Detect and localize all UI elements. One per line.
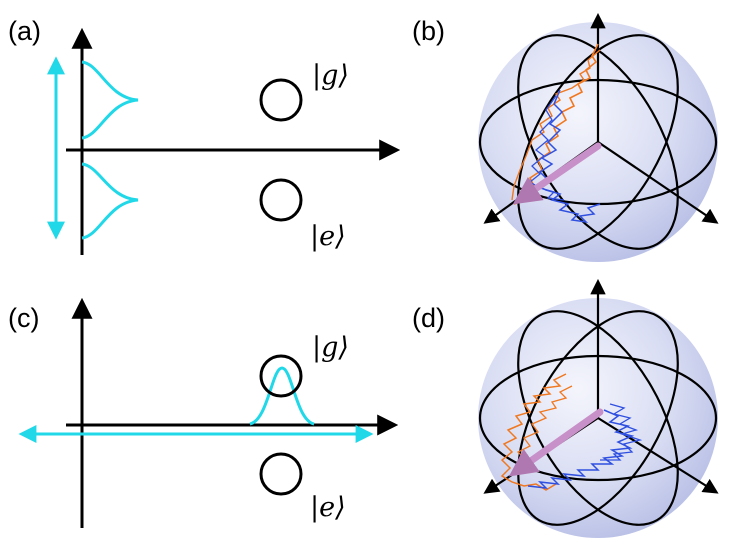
c-ground-state-circle bbox=[259, 354, 303, 398]
a-ket-g: |g⟩ bbox=[312, 60, 349, 91]
d-orange-trajectory bbox=[500, 373, 567, 491]
b-blue-trajectory-2 bbox=[528, 95, 565, 201]
c-ket-g: |g⟩ bbox=[312, 332, 349, 363]
panel-d-label: (d) bbox=[412, 303, 445, 333]
panel-b: (b) bbox=[412, 12, 719, 262]
c-wavepacket bbox=[249, 366, 315, 426]
a-upper-wavepacket bbox=[81, 60, 139, 140]
panel-a: (a) |g⟩ |e⟩ bbox=[8, 16, 401, 255]
a-lower-wavepacket bbox=[81, 162, 139, 240]
d-blue-trajectory bbox=[527, 409, 635, 489]
c-excited-state-circle bbox=[259, 452, 303, 496]
b-bloch-vector bbox=[512, 142, 602, 205]
panel-d: (d) bbox=[412, 278, 719, 538]
panel-b-label: (b) bbox=[412, 16, 445, 46]
d-blue-trajectory-2 bbox=[600, 403, 643, 461]
panel-a-label: (a) bbox=[8, 16, 41, 46]
a-excited-state-circle bbox=[259, 178, 303, 222]
panel-c: (c) |g⟩ |e⟩ bbox=[8, 297, 399, 528]
a-ket-e: |e⟩ bbox=[310, 221, 346, 252]
a-ground-state-circle bbox=[259, 78, 303, 122]
d-bloch-vector bbox=[508, 408, 604, 477]
c-ket-e: |e⟩ bbox=[310, 492, 346, 523]
panel-c-label: (c) bbox=[8, 303, 39, 333]
